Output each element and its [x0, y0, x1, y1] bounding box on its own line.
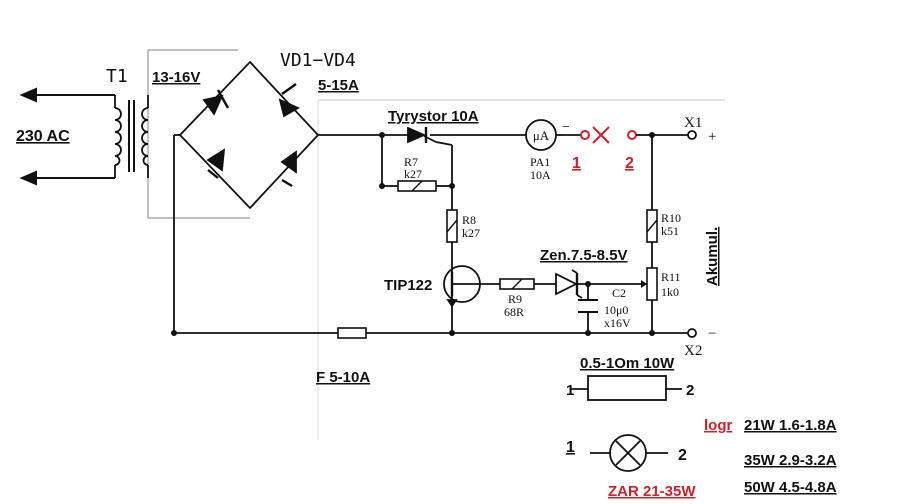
diode-icon: [202, 89, 230, 116]
ammeter-pa1: μA: [525, 119, 557, 151]
x2-label: X2: [684, 343, 702, 359]
junction-dots: [171, 132, 655, 336]
pa1-name: PA1: [530, 155, 550, 169]
bridge-label: VD1−VD4: [280, 50, 356, 71]
arrow-left-icon: [19, 87, 37, 103]
mains-input: [19, 87, 115, 186]
terminal-x2: [687, 328, 697, 338]
diode-icon: [280, 150, 297, 188]
logr-label: logr: [704, 417, 732, 434]
bridge-rectifier: [178, 60, 320, 210]
lamp-pin-1: 1: [566, 439, 575, 456]
bridge-current-label: 5-15A: [318, 77, 359, 94]
legend-resistor: [570, 375, 682, 401]
arrow-left-icon: [19, 170, 37, 186]
r7-name: R7: [404, 155, 418, 169]
zener-label: Zen.7.5-8.5V: [540, 247, 628, 264]
legend-lamp: [590, 434, 668, 472]
resistor-r8: [446, 209, 458, 243]
r8-name: R8: [462, 213, 476, 227]
r8-value: k27: [462, 226, 480, 240]
thyristor-symbol: [407, 126, 437, 144]
resistor-pin-2: 2: [686, 382, 694, 399]
break-point: [565, 126, 640, 144]
lamp-50w-label: 50W 4.5-4.8A: [744, 479, 837, 496]
resistor-r7: [397, 180, 437, 192]
resistor-r9: [499, 278, 535, 290]
mains-label: 230 AC: [16, 128, 70, 145]
primary-coil: [114, 107, 122, 166]
pa1-value: 10A: [530, 168, 551, 182]
point-1-label: 1: [572, 155, 581, 172]
capacitor-c2: [578, 299, 598, 313]
r9-name: R9: [508, 292, 522, 306]
r11-value: 1k0: [661, 285, 679, 299]
r10-name: R10: [661, 211, 681, 225]
secondary-coil: [141, 107, 149, 166]
c2-voltage: x16V: [604, 316, 631, 330]
resistor-r10: [646, 209, 658, 243]
c2-value: 10μ0: [604, 303, 628, 317]
resistor-pin-1: 1: [566, 382, 574, 399]
ammeter-symbol: μA: [533, 128, 550, 143]
r11-name: R11: [661, 270, 681, 284]
plus-label: +: [708, 129, 716, 145]
minus-label: −: [708, 326, 716, 342]
diode-icon: [206, 148, 226, 179]
x1-label: X1: [684, 115, 702, 131]
point-2-label: 2: [625, 155, 634, 172]
transformer-t1: [114, 95, 149, 178]
diode-icon: [278, 83, 300, 118]
bridge-diamond: [178, 60, 320, 210]
ammeter-minus: −: [562, 120, 570, 135]
terminal-x1: [687, 130, 697, 140]
lamp-pin-2: 2: [678, 447, 687, 464]
lamp-21w-label: 21W 1.6-1.8A: [744, 417, 837, 434]
zar-label: ZAR 21-35W: [608, 483, 696, 500]
t1-label: T1: [106, 66, 128, 87]
thyristor-label: Tyrystor 10A: [388, 108, 479, 125]
r9-value: 68R: [504, 305, 524, 319]
zener-diode: [555, 269, 583, 299]
r7-value: k27: [404, 167, 422, 181]
r10-value: k51: [661, 224, 679, 238]
resistor-rating-label: 0.5-1Om 10W: [580, 355, 675, 372]
transformer-voltage-label: 13-16V: [152, 69, 200, 86]
akumul-label: Akumul.: [704, 227, 721, 286]
transistor-tip122: [443, 262, 481, 308]
lamp-35w-label: 35W 2.9-3.2A: [744, 452, 837, 469]
c2-name: C2: [612, 286, 626, 300]
fuse-symbol: [337, 327, 367, 339]
tip122-label: TIP122: [384, 277, 432, 294]
potentiometer-r11: [640, 267, 658, 301]
fuse-label: F 5-10A: [316, 369, 370, 386]
